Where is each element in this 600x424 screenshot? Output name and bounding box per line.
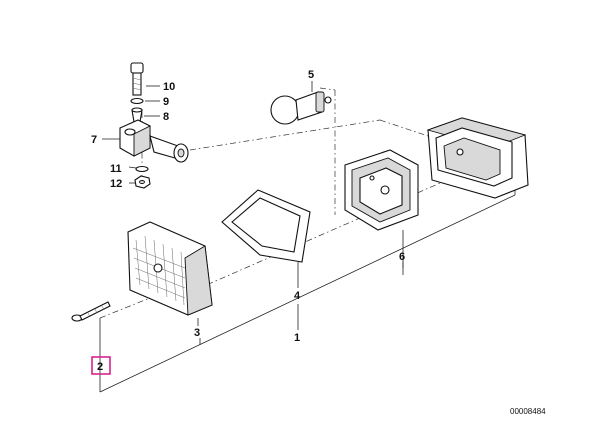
diagram-reference-number: 00008484 [510,407,546,416]
callout-8: 8 [163,111,169,123]
callout-10: 10 [163,81,175,93]
mounting-bracket-part [119,119,189,163]
callout-4: 4 [294,290,301,302]
screw-part [130,62,144,96]
gasket-part [221,189,311,263]
callout-1: 1 [294,332,300,344]
callout-3: 3 [194,327,200,339]
callout-highlight-box [91,356,111,375]
callout-11: 11 [110,163,122,175]
lens-screw-part [71,301,111,322]
nut-part [134,175,151,189]
callout-6: 6 [399,251,405,263]
callout-5: 5 [308,69,314,81]
lens-part [127,221,213,316]
housing-part [426,117,529,199]
callout-7: 7 [91,134,97,146]
lower-washer-part [135,165,149,173]
callout-2: 2 [97,361,103,373]
callout-9: 9 [163,96,169,108]
washer-part [130,97,144,105]
bulb-part [270,91,332,125]
highlighted-callout-2[interactable]: 2 [91,356,111,375]
assembly-bracket-lines [99,188,516,393]
callout-12: 12 [110,178,122,190]
callout-leaders [102,81,313,326]
reflector-part [344,149,419,231]
